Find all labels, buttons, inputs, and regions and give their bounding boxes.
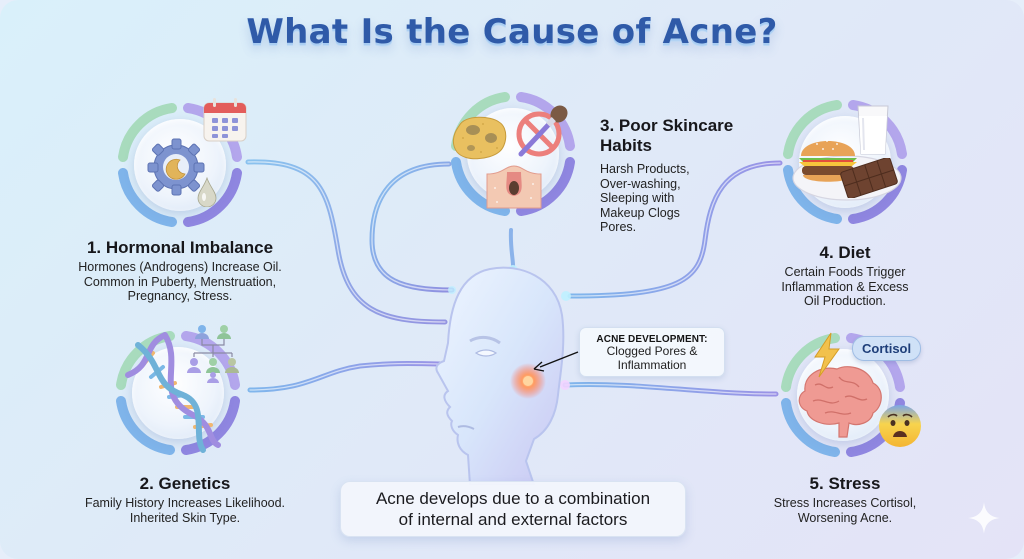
brain-icon xyxy=(798,366,882,438)
cause-stress: 5. Stress Stress Increases Cortisol, Wor… xyxy=(745,474,945,525)
sparkle-icon xyxy=(968,502,1000,534)
cause-hormonal-ring xyxy=(110,95,250,235)
lightning-icon xyxy=(814,332,840,378)
milk-glass-icon xyxy=(857,105,889,155)
cause-heading: 4. Diet xyxy=(819,243,871,262)
dirty-sponge-icon xyxy=(452,116,507,160)
head-profile-icon xyxy=(435,266,565,485)
summary-box: Acne develops due to a combination of in… xyxy=(340,481,686,537)
callout-title: ACNE DEVELOPMENT: xyxy=(596,334,708,345)
cause-hormonal: 1. Hormonal Imbalance Hormones (Androgen… xyxy=(55,238,305,304)
cause-description: Certain Foods Trigger Inflammation & Exc… xyxy=(781,265,909,308)
cause-description: Hormones (Androgens) Increase Oil. Commo… xyxy=(78,260,282,303)
cause-diet-ring xyxy=(775,92,915,232)
callout-text: Clogged Pores & Inflammation xyxy=(606,344,698,372)
oil-drop-icon xyxy=(197,177,217,207)
burger-icon xyxy=(799,140,857,182)
dna-helix-icon xyxy=(125,332,221,453)
cortisol-speech-bubble: Cortisol xyxy=(852,336,922,361)
cause-genetics: 2. Genetics Family History Increases Lik… xyxy=(55,474,315,525)
acne-development-callout: ACNE DEVELOPMENT: Clogged Pores & Inflam… xyxy=(579,327,725,377)
chocolate-bar-icon xyxy=(840,158,898,198)
no-makeup-brush-icon xyxy=(516,105,568,157)
cause-skincare-ring xyxy=(443,84,583,224)
page-title: What Is the Cause of Acne? xyxy=(246,12,778,52)
cause-description: Stress Increases Cortisol, Worsening Acn… xyxy=(773,496,917,525)
calendar-icon xyxy=(203,98,247,142)
cause-heading: 3. Poor Skincare Habits xyxy=(600,116,734,155)
segmented-ring xyxy=(118,103,242,227)
cause-heading: 1. Hormonal Imbalance xyxy=(86,238,274,257)
cause-description: Harsh Products, Over-washing, Sleeping w… xyxy=(600,162,690,234)
moon-icon xyxy=(165,158,186,180)
cause-diet: 4. Diet Certain Foods Trigger Inflammati… xyxy=(740,243,950,309)
cause-skincare: 3. Poor Skincare Habits Harsh Products, … xyxy=(600,116,740,235)
anxious-face-icon xyxy=(879,405,921,447)
cause-description: Family History Increases Likelihood. Inh… xyxy=(84,496,286,525)
cause-heading: 5. Stress xyxy=(809,474,881,493)
cause-heading: 2. Genetics xyxy=(139,474,231,493)
cause-genetics-ring xyxy=(108,323,248,463)
clogged-pore-icon xyxy=(486,165,542,209)
family-tree-icon xyxy=(187,325,239,383)
